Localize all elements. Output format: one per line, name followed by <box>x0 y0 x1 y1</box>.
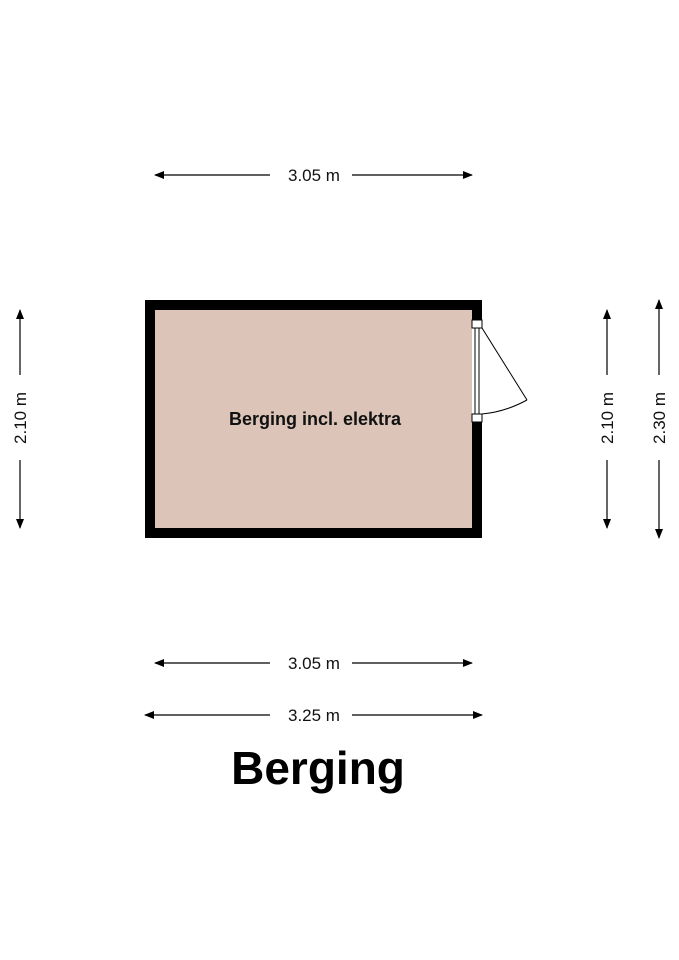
dimension-label: 3.05 m <box>288 166 340 185</box>
floorplan-title: Berging <box>231 742 405 794</box>
room-floor <box>155 310 472 528</box>
dimension-label: 3.25 m <box>288 706 340 725</box>
door-opening <box>472 320 482 422</box>
dimension-left-height: 2.10 m <box>11 309 30 529</box>
dimension-bottom-inner-width: 3.05 m <box>154 654 473 673</box>
dimension-right-inner-height: 2.10 m <box>598 309 617 529</box>
dimension-label: 2.10 m <box>11 392 30 444</box>
door-leaf <box>481 327 528 401</box>
dimension-bottom-outer-width: 3.25 m <box>144 706 483 725</box>
door <box>471 319 528 423</box>
door-frame <box>471 413 483 423</box>
door-frame <box>471 319 483 329</box>
room <box>145 300 482 538</box>
dimension-label: 2.10 m <box>598 392 617 444</box>
door-swing-arc <box>481 399 528 415</box>
dimension-label: 2.30 m <box>650 392 669 444</box>
dimension-right-outer-height: 2.30 m <box>650 299 669 539</box>
room-label: Berging incl. elektra <box>229 409 402 429</box>
dimension-top-width: 3.05 m <box>154 166 473 185</box>
dimension-label: 3.05 m <box>288 654 340 673</box>
